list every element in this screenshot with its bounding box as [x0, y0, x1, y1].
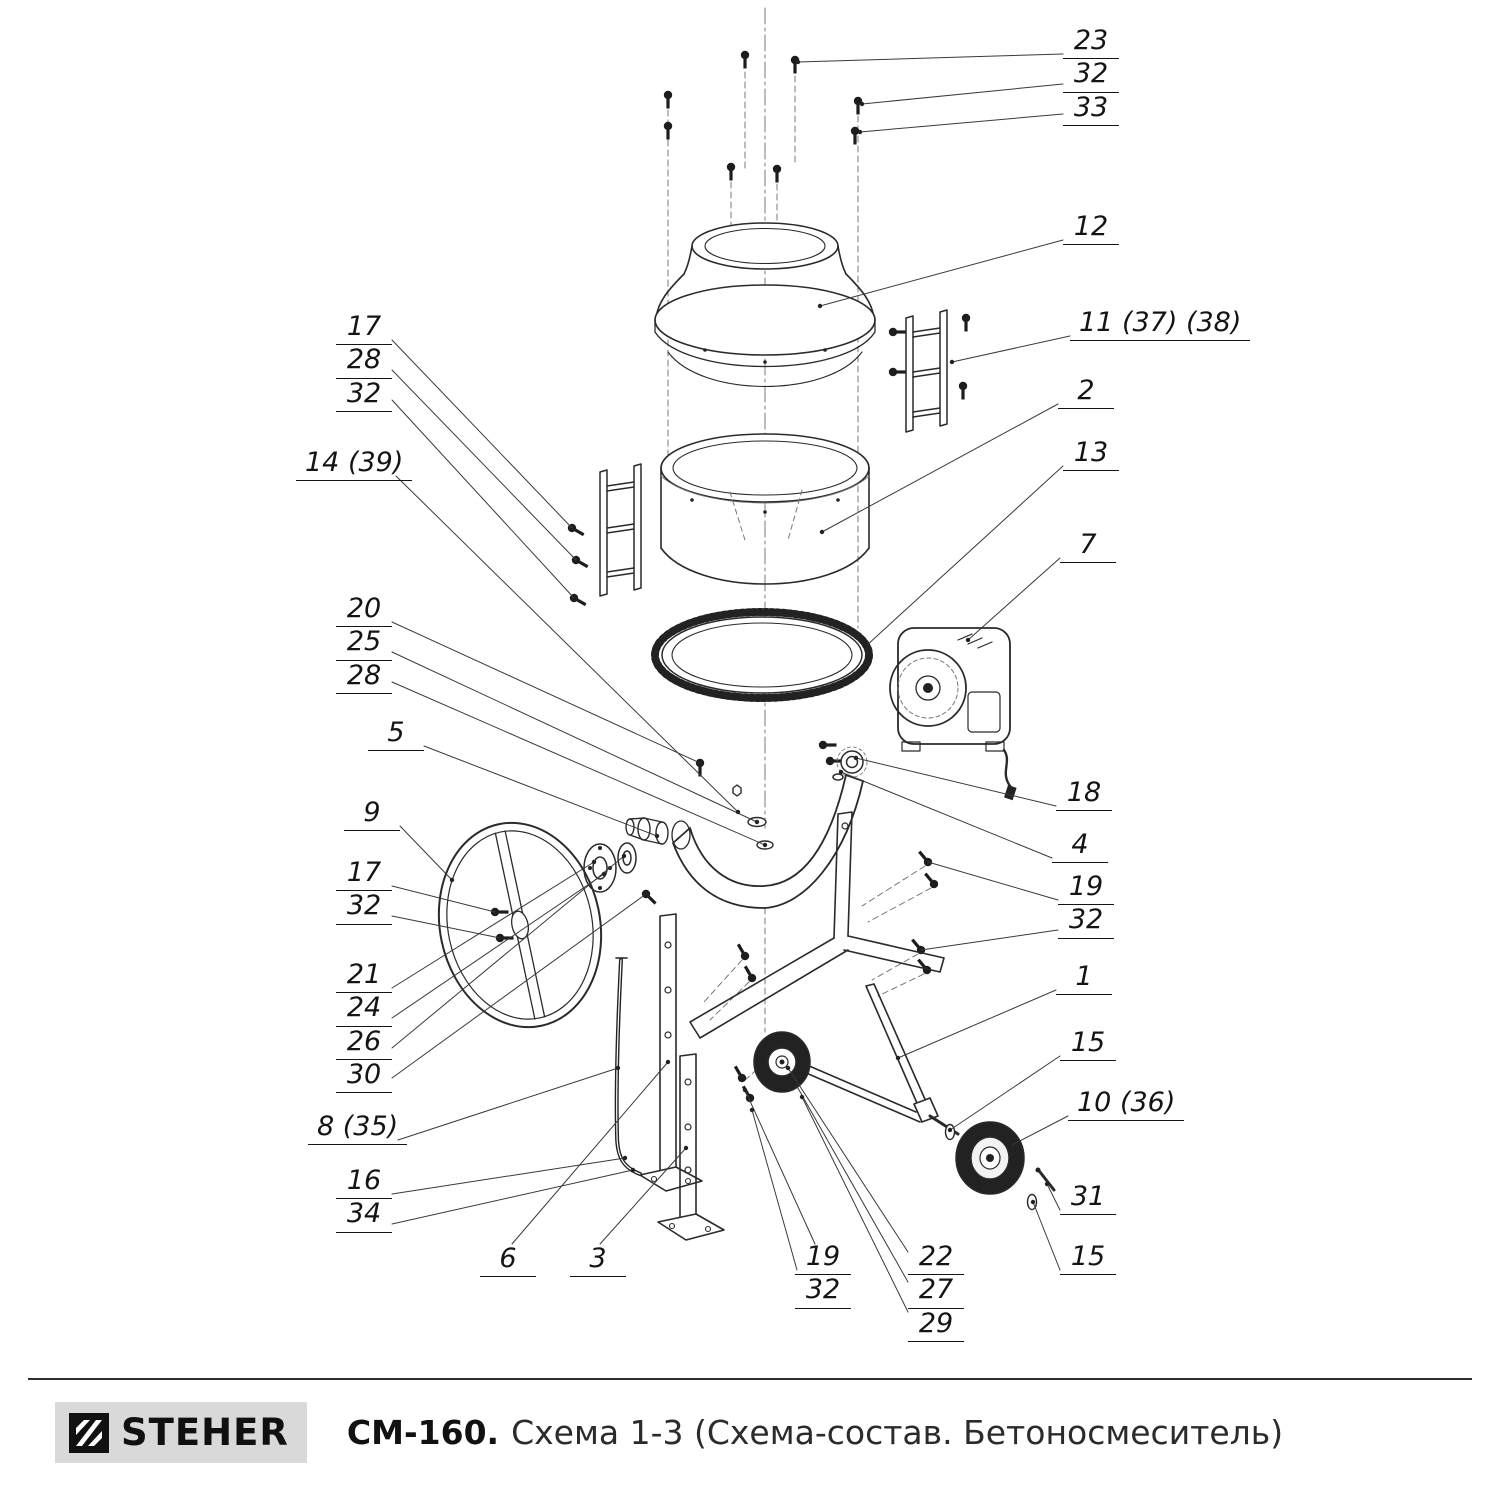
callout-label: 31 — [1060, 1182, 1116, 1216]
callout-label: 26 — [336, 1027, 392, 1061]
callout-label: 17 — [336, 858, 392, 892]
callout-group-19-32-right: 19 32 — [1058, 872, 1114, 939]
motor — [889, 627, 1017, 801]
callout-group-17-28-32: 17 28 32 — [336, 312, 392, 413]
callout-label: 22 — [908, 1242, 964, 1276]
callout-label: 28 — [336, 661, 392, 695]
callout-group-23-32-33: 23 32 33 — [1063, 26, 1119, 127]
callout-label: 12 — [1063, 212, 1119, 246]
callout-label: 5 — [368, 718, 424, 752]
wheel-main — [753, 1031, 811, 1093]
hand-rod — [614, 957, 642, 1176]
callout-group-6: 6 — [480, 1244, 536, 1278]
callout-label: 32 — [1063, 59, 1119, 93]
callout-group-15-upper: 15 — [1060, 1028, 1116, 1062]
callout-group-17-32: 17 32 — [336, 858, 392, 925]
centerlines — [667, 7, 932, 1081]
stand-frame — [639, 811, 945, 1241]
callout-label: 28 — [336, 345, 392, 379]
callout-label: 15 — [1060, 1242, 1116, 1276]
callout-label: 20 — [336, 594, 392, 628]
callout-group-1: 1 — [1056, 962, 1112, 996]
callout-label: 25 — [336, 627, 392, 661]
leader-lines — [391, 53, 1071, 1313]
steher-logo: STEHER — [55, 1402, 307, 1463]
drum-upper — [654, 222, 876, 388]
callout-label: 29 — [908, 1309, 964, 1343]
tow-frame — [785, 983, 960, 1136]
callout-label: 16 — [336, 1166, 392, 1200]
bracket-right — [905, 309, 948, 433]
callout-label: 8 (35) — [308, 1112, 408, 1146]
drawing-title: Схема 1-3 (Схема-состав. Бетоносмеситель… — [511, 1413, 1284, 1452]
callout-label: 32 — [795, 1275, 851, 1309]
drum-lower — [660, 433, 870, 585]
steher-logo-text: STEHER — [121, 1411, 289, 1454]
leader-dots — [449, 59, 1050, 1205]
callout-label: 13 — [1063, 438, 1119, 472]
callout-label: 15 — [1060, 1028, 1116, 1062]
gear-ring — [651, 608, 873, 702]
callout-label: 9 — [344, 798, 400, 832]
callout-label: 32 — [336, 379, 392, 413]
callout-group-19-32-bottom: 19 32 — [795, 1242, 851, 1309]
callout-label: 19 — [795, 1242, 851, 1276]
callout-group-11: 11 (37) (38) — [1070, 308, 1251, 342]
callout-label: 32 — [336, 891, 392, 925]
callout-label: 23 — [1063, 26, 1119, 60]
handwheel — [437, 821, 603, 1029]
model-number: СМ-160. — [346, 1413, 500, 1452]
callout-label: 19 — [1058, 872, 1114, 906]
callout-label: 34 — [336, 1199, 392, 1233]
callout-label: 24 — [336, 993, 392, 1027]
fasteners — [490, 50, 971, 1104]
callout-label: 7 — [1060, 530, 1116, 564]
callout-group-13: 13 — [1063, 438, 1119, 472]
callout-group-21-24-26-30: 21 24 26 30 — [336, 960, 392, 1094]
callout-label: 27 — [908, 1275, 964, 1309]
gearbox — [832, 746, 868, 781]
callout-label: 11 (37) (38) — [1070, 308, 1251, 342]
callout-group-2: 2 — [1058, 376, 1114, 410]
callout-group-4: 4 — [1052, 830, 1108, 864]
callout-label: 33 — [1063, 93, 1119, 127]
callout-label: 14 (39) — [296, 448, 413, 482]
callout-label: 1 — [1056, 962, 1112, 996]
callout-label: 3 — [570, 1244, 626, 1278]
wheel-front — [955, 1121, 1025, 1195]
callout-label: 32 — [1058, 905, 1114, 939]
callout-group-12: 12 — [1063, 212, 1119, 246]
callout-group-31: 31 — [1060, 1182, 1116, 1216]
callout-label: 17 — [336, 312, 392, 346]
callout-label: 6 — [480, 1244, 536, 1278]
footer: STEHER СМ-160. Схема 1-3 (Схема-состав. … — [55, 1402, 1283, 1463]
drawing-caption: СМ-160. Схема 1-3 (Схема-состав. Бетонос… — [347, 1413, 1283, 1452]
bracket-left — [599, 463, 642, 597]
callout-group-18: 18 — [1056, 778, 1112, 812]
callout-label: 18 — [1056, 778, 1112, 812]
callout-group-3: 3 — [570, 1244, 626, 1278]
callout-group-7: 7 — [1060, 530, 1116, 564]
callout-label: 2 — [1058, 376, 1114, 410]
callout-group-10: 10 (36) — [1068, 1088, 1185, 1122]
shaft — [625, 817, 669, 845]
callout-group-16-34: 16 34 — [336, 1166, 392, 1233]
callout-group-20-25-28: 20 25 28 — [336, 594, 392, 695]
callout-label: 10 (36) — [1068, 1088, 1185, 1122]
steher-logo-icon — [69, 1412, 109, 1453]
callout-label: 21 — [336, 960, 392, 994]
callout-label: 4 — [1052, 830, 1108, 864]
callout-group-5: 5 — [368, 718, 424, 752]
callout-group-9: 9 — [344, 798, 400, 832]
callout-group-14: 14 (39) — [296, 448, 413, 482]
callout-group-22-27-29: 22 27 29 — [908, 1242, 964, 1343]
callout-label: 30 — [336, 1060, 392, 1094]
footer-divider — [28, 1378, 1472, 1380]
callout-group-15-lower: 15 — [1060, 1242, 1116, 1276]
callout-group-8: 8 (35) — [308, 1112, 408, 1146]
